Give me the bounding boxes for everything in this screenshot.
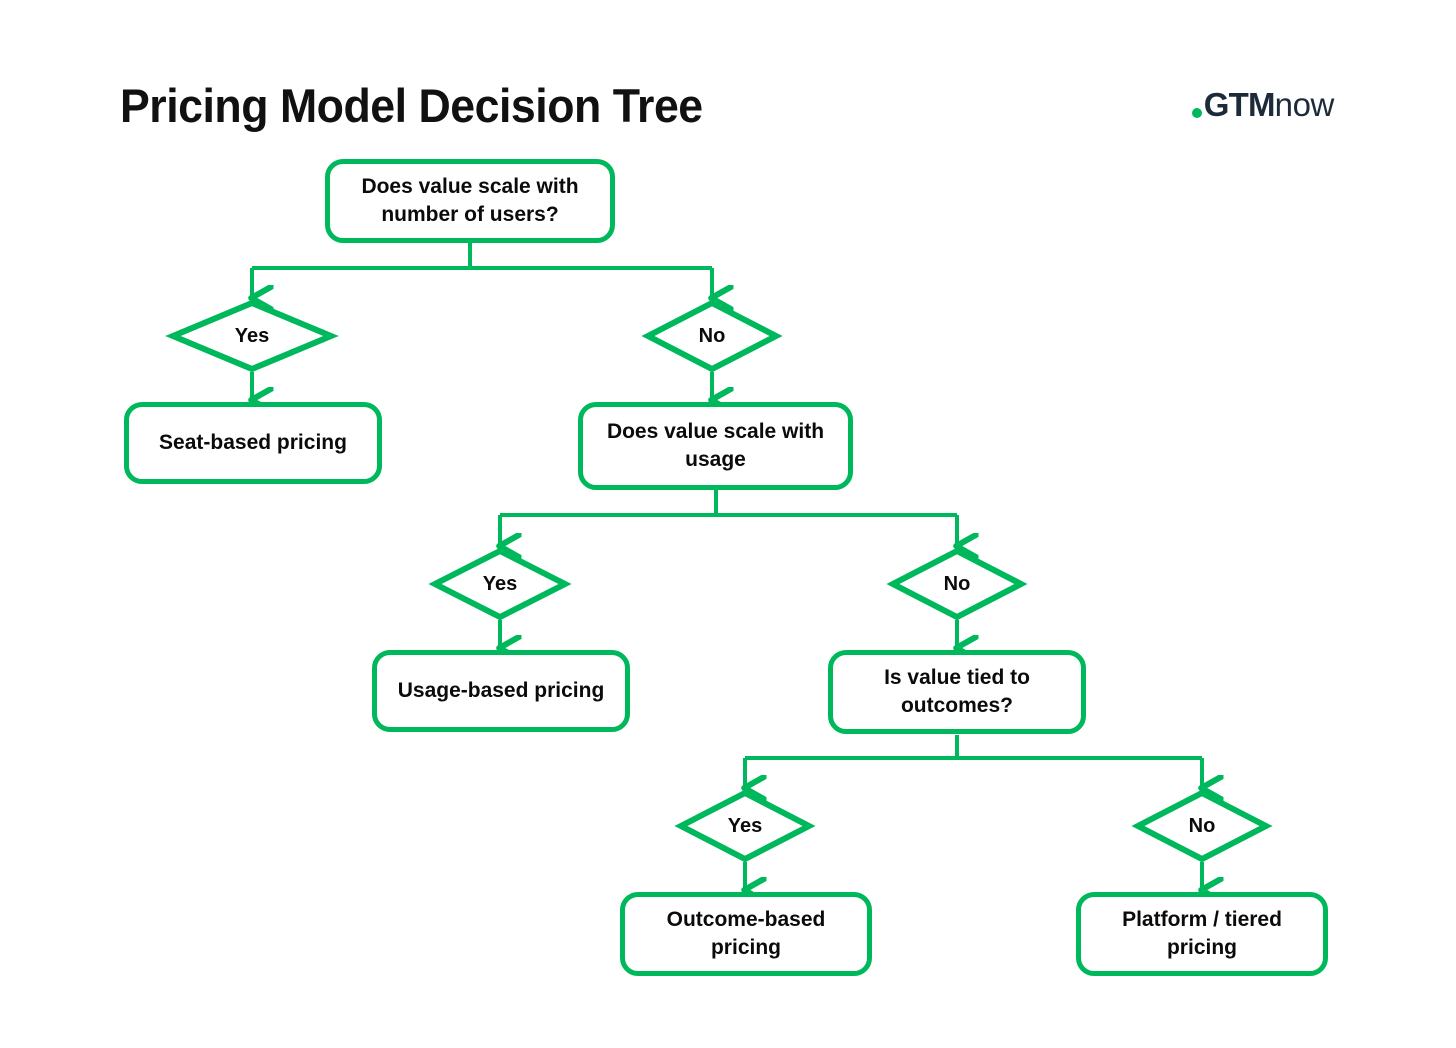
decision-no-users[interactable]: No bbox=[641, 299, 783, 373]
green-dot-icon bbox=[1191, 107, 1202, 118]
node-label: Is value tied to outcomes? bbox=[884, 666, 1030, 717]
page-title: Pricing Model Decision Tree bbox=[120, 79, 703, 132]
node-outcome-outcome-based-pricing[interactable]: Outcome-based pricing bbox=[620, 892, 872, 976]
node-label: Does value scale with usage bbox=[606, 420, 825, 471]
node-label: Outcome-based pricing bbox=[666, 908, 826, 959]
node-label: Usage-based pricing bbox=[397, 679, 605, 703]
node-outcome-usage-based-pricing[interactable]: Usage-based pricing bbox=[372, 650, 630, 732]
node-question-value-scale-usage[interactable]: Does value scale with usage bbox=[578, 402, 853, 490]
decision-yes-users[interactable]: Yes bbox=[165, 299, 339, 373]
node-label: Platform / tiered pricing bbox=[1122, 908, 1282, 959]
node-question-value-scale-users[interactable]: Does value scale with number of users? bbox=[325, 159, 615, 243]
node-outcome-platform-tiered-pricing[interactable]: Platform / tiered pricing bbox=[1076, 892, 1328, 976]
logo-strong-text: GTM bbox=[1203, 86, 1276, 123]
decision-yes-outcomes[interactable]: Yes bbox=[674, 789, 816, 863]
decision-no-usage[interactable]: No bbox=[886, 547, 1028, 621]
node-outcome-seat-based-pricing[interactable]: Seat-based pricing bbox=[124, 402, 382, 484]
decision-yes-usage[interactable]: Yes bbox=[428, 547, 572, 621]
node-label: Seat-based pricing bbox=[159, 431, 347, 455]
logo-light-text: now bbox=[1274, 86, 1335, 123]
node-label: Does value scale with number of users? bbox=[361, 175, 579, 226]
node-question-value-tied-outcomes[interactable]: Is value tied to outcomes? bbox=[828, 650, 1086, 734]
decision-no-outcomes[interactable]: No bbox=[1131, 789, 1273, 863]
